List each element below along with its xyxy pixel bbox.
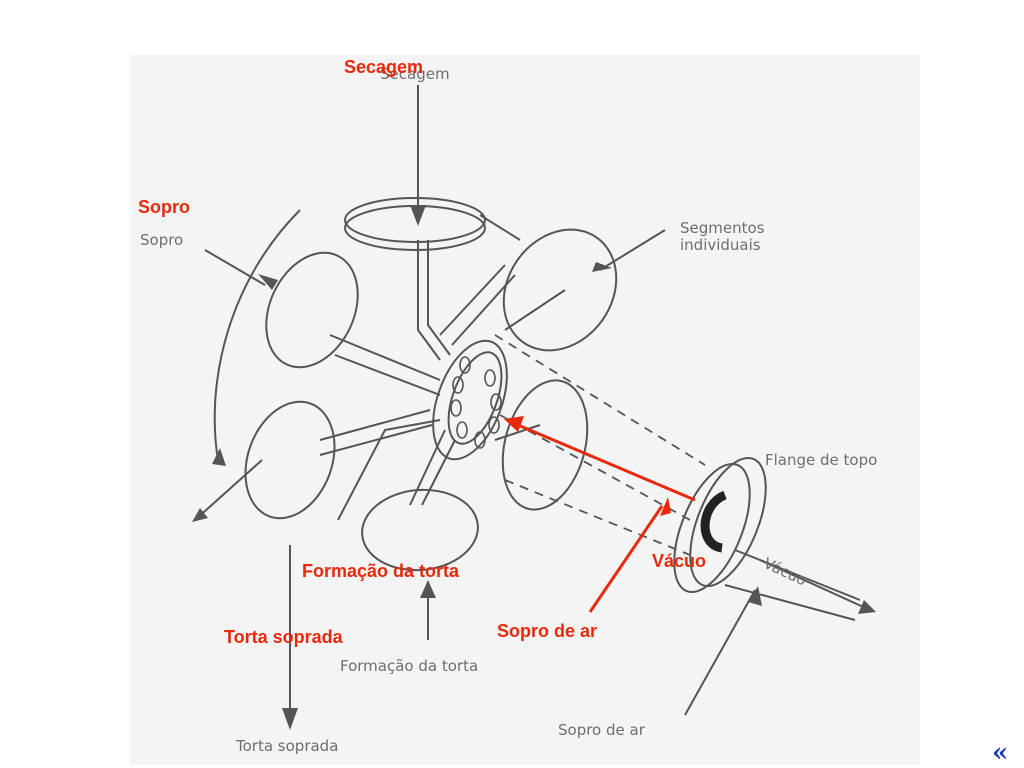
gray-label-sopro: Sopro: [140, 231, 184, 249]
spoke-left: [329, 334, 441, 396]
label-vacuo: Vácuo: [652, 551, 707, 571]
disk-top: [344, 197, 486, 243]
label-formacao-da-torta: Formação da torta: [302, 561, 460, 581]
flange-back: [689, 456, 767, 588]
scan-background: [130, 55, 920, 765]
disk-upper-right: [502, 228, 618, 352]
gray-label-segmentos: Segmentos individuais: [680, 219, 765, 255]
label-sopro-de-ar: Sopro de ar: [497, 621, 598, 641]
disk-lower-right: [501, 379, 589, 511]
arrow-segmentos: [599, 229, 666, 271]
gray-label-sopro-de-ar: Sopro de ar: [558, 721, 645, 739]
hub-ports: [450, 356, 502, 449]
gray-label-flange: Flange de topo: [765, 451, 878, 469]
spoke-top: [417, 240, 451, 361]
disk-lower-left: [244, 400, 336, 520]
back-nav-link[interactable]: «: [992, 738, 1009, 768]
label-secagem: Secagem: [344, 57, 424, 77]
gray-label-formacao: Formação da torta: [340, 657, 479, 675]
red-arrow-vacuo: [517, 423, 696, 502]
projection-lines: [494, 334, 706, 556]
disk-bottom: [361, 488, 479, 572]
flange-shaft: [724, 549, 861, 621]
arrow-sopro: [204, 249, 266, 286]
flange-vacuum-arc: [700, 490, 728, 553]
red-arrow-sopro-ar: [588, 505, 664, 613]
spoke-bottom: [337, 419, 456, 521]
label-torta-soprada: Torta soprada: [224, 627, 343, 647]
arrow-sopro-ar-bottom: [684, 589, 756, 716]
gray-label-secagem: Secagem: [380, 65, 450, 83]
center-hub: [432, 339, 508, 461]
disk-upper-left: [265, 251, 359, 369]
rotation-arc: [213, 209, 301, 461]
gray-label-torta-soprada: Torta soprada: [236, 737, 339, 755]
arrow-vacuo: [759, 559, 871, 611]
spoke-left-lower: [319, 409, 433, 456]
flange-outer: [673, 462, 751, 594]
spoke-right-lower: [494, 289, 566, 441]
label-sopro: Sopro: [138, 197, 190, 217]
arrow-exit-left: [194, 459, 263, 521]
